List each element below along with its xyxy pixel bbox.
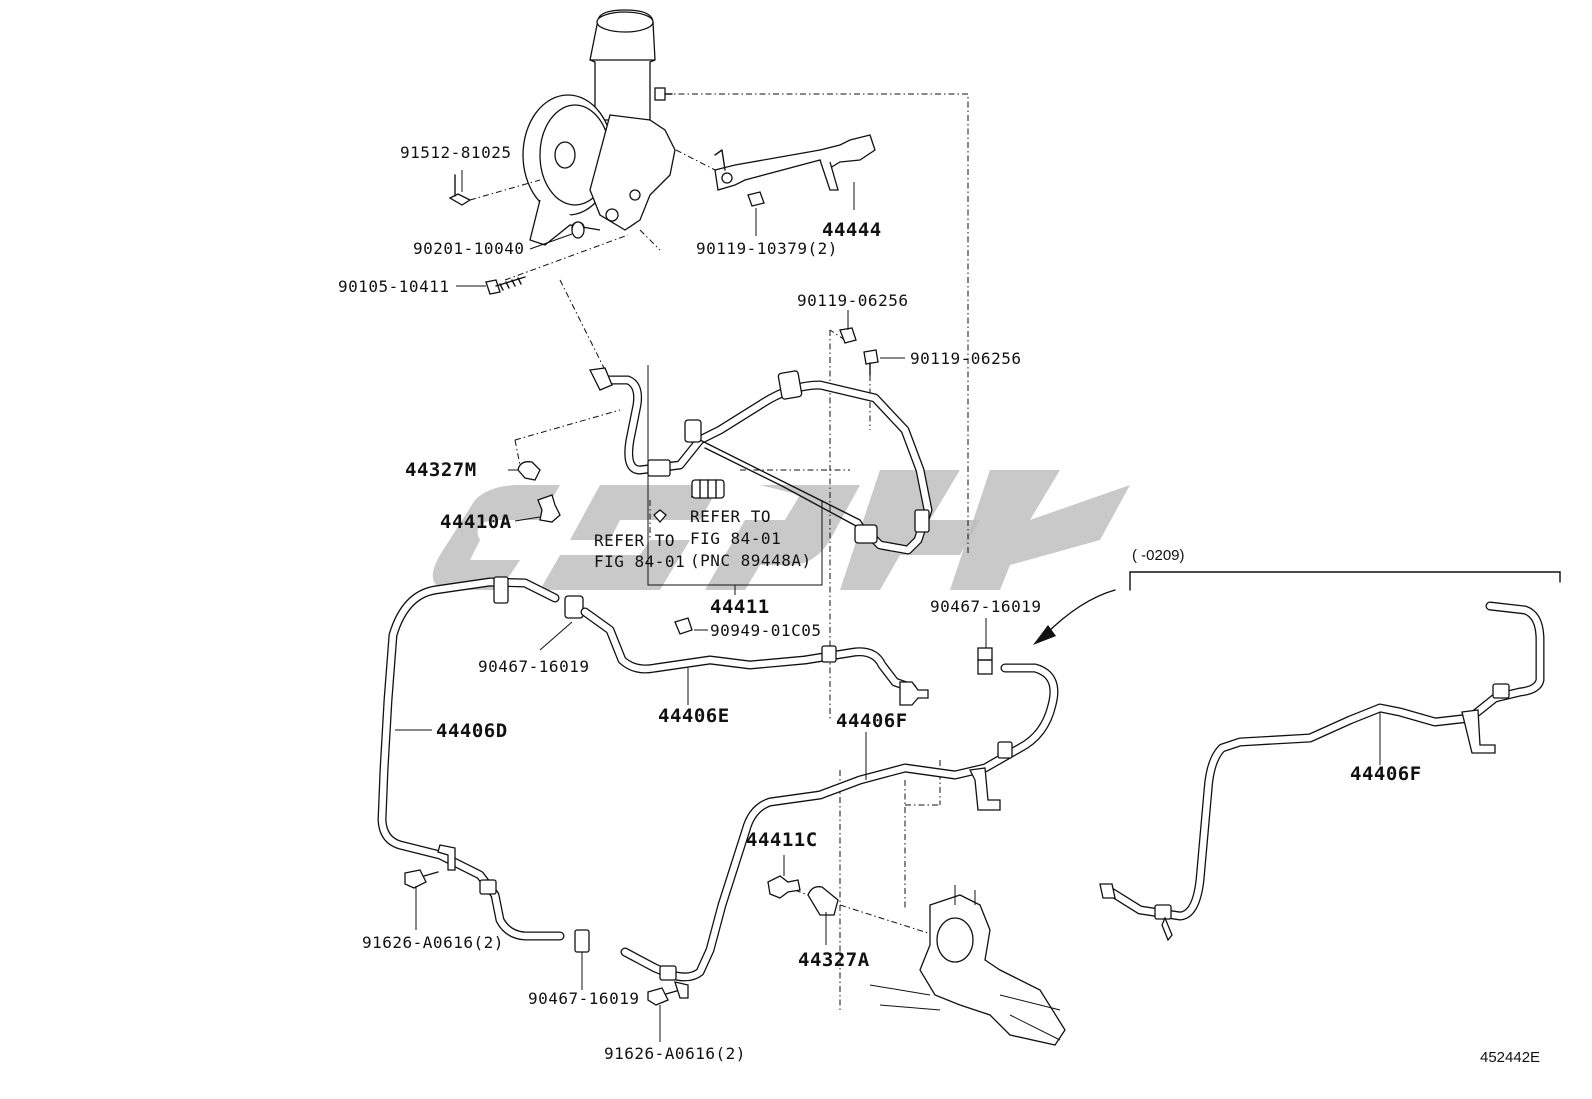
refer-note-2-line3: (PNC 89448A) — [690, 551, 812, 570]
pressure-hose-44411 — [589, 367, 933, 555]
label-90201-10040: 90201-10040 — [413, 239, 524, 258]
label-44327m: 44327M — [405, 459, 477, 481]
label-44406f-variant: 44406F — [1350, 763, 1422, 785]
label-91512-81025: 91512-81025 — [400, 143, 511, 162]
hose-44406f-variant — [1099, 601, 1545, 942]
label-leaders — [395, 170, 1381, 1042]
assembly-bracket-44411 — [647, 365, 823, 595]
label-90949-01c05: 90949-01C05 — [710, 621, 821, 640]
label-44406e: 44406E — [658, 705, 730, 727]
watermark-logo — [432, 470, 1130, 590]
label-91626-a0616-lower: 91626-A0616(2) — [604, 1044, 746, 1063]
hose-44406f-center — [620, 663, 1059, 999]
label-90467-16019-lower: 90467-16019 — [528, 989, 639, 1008]
label-44327a: 44327A — [798, 949, 870, 971]
variant-indicator — [1033, 571, 1561, 645]
label-44444: 44444 — [822, 219, 882, 241]
hose-44406d — [377, 576, 565, 941]
refer-note-1-line2: FIG 84-01 — [594, 552, 685, 571]
label-44411: 44411 — [710, 596, 770, 618]
label-91626-a0616-left: 91626-A0616(2) — [362, 933, 504, 952]
label-44410a: 44410A — [440, 511, 512, 533]
label-90467-16019-upper: 90467-16019 — [930, 597, 1041, 616]
illustration-id: 452442E — [1480, 1049, 1540, 1066]
label-90105-10411: 90105-10411 — [338, 277, 449, 296]
label-44411c: 44411C — [746, 829, 818, 851]
steering-gear — [869, 885, 1066, 1046]
refer-note-2-line1: REFER TO — [690, 507, 771, 526]
refer-note-2-line2: FIG 84-01 — [690, 529, 781, 548]
hose-44406e — [580, 607, 929, 706]
small-parts — [404, 174, 993, 1006]
power-steering-pump — [522, 9, 676, 246]
label-44406d: 44406D — [436, 720, 508, 742]
refer-note-1-line1: REFER TO — [594, 531, 675, 550]
label-90467-16019-left: 90467-16019 — [478, 657, 589, 676]
variant-note: ( -0209) — [1132, 547, 1185, 564]
label-90119-06256-b: 90119-06256 — [910, 349, 1021, 368]
label-90119-10379: 90119-10379(2) — [696, 239, 838, 258]
bracket-44444 — [714, 134, 876, 191]
label-44406f-center: 44406F — [836, 710, 908, 732]
label-90119-06256-a: 90119-06256 — [797, 291, 908, 310]
